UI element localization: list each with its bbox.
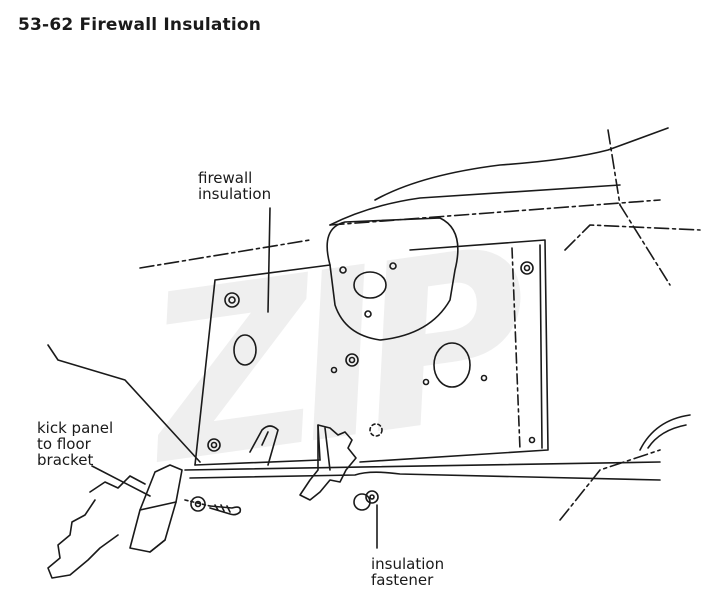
firewall-insulation-panel [194, 239, 549, 466]
cowl-edge-lower [329, 184, 621, 226]
label-insulation-fastener: insulation fastener [371, 555, 445, 589]
panel-bottom [194, 459, 321, 466]
kick-panel-edge [47, 344, 201, 463]
right-hole [433, 342, 471, 388]
pedestal-hole [353, 271, 387, 299]
leader-firewall [267, 207, 271, 313]
floor-line [184, 461, 661, 471]
floor-slot [249, 425, 279, 466]
left-hole [233, 334, 257, 366]
screw [209, 505, 242, 516]
label-firewall-insulation: firewall insulation [198, 169, 272, 203]
pedestal [326, 217, 459, 341]
label-kick-panel: kick panel to floor bracket [37, 419, 114, 469]
leader-kick [91, 465, 151, 497]
panel-inner-edge [539, 244, 543, 449]
page-title: 53-62 Firewall Insulation [18, 15, 262, 35]
torn-floor [47, 475, 146, 579]
door-curve [639, 414, 691, 451]
dash-to-screw [184, 499, 211, 507]
cowl-edge [374, 127, 669, 201]
dash-outline [139, 129, 701, 521]
kick-panel-bracket [129, 464, 183, 553]
floor-line-2 [189, 471, 661, 481]
torn-insulation-center [299, 424, 357, 501]
panel-stripe [511, 247, 521, 451]
